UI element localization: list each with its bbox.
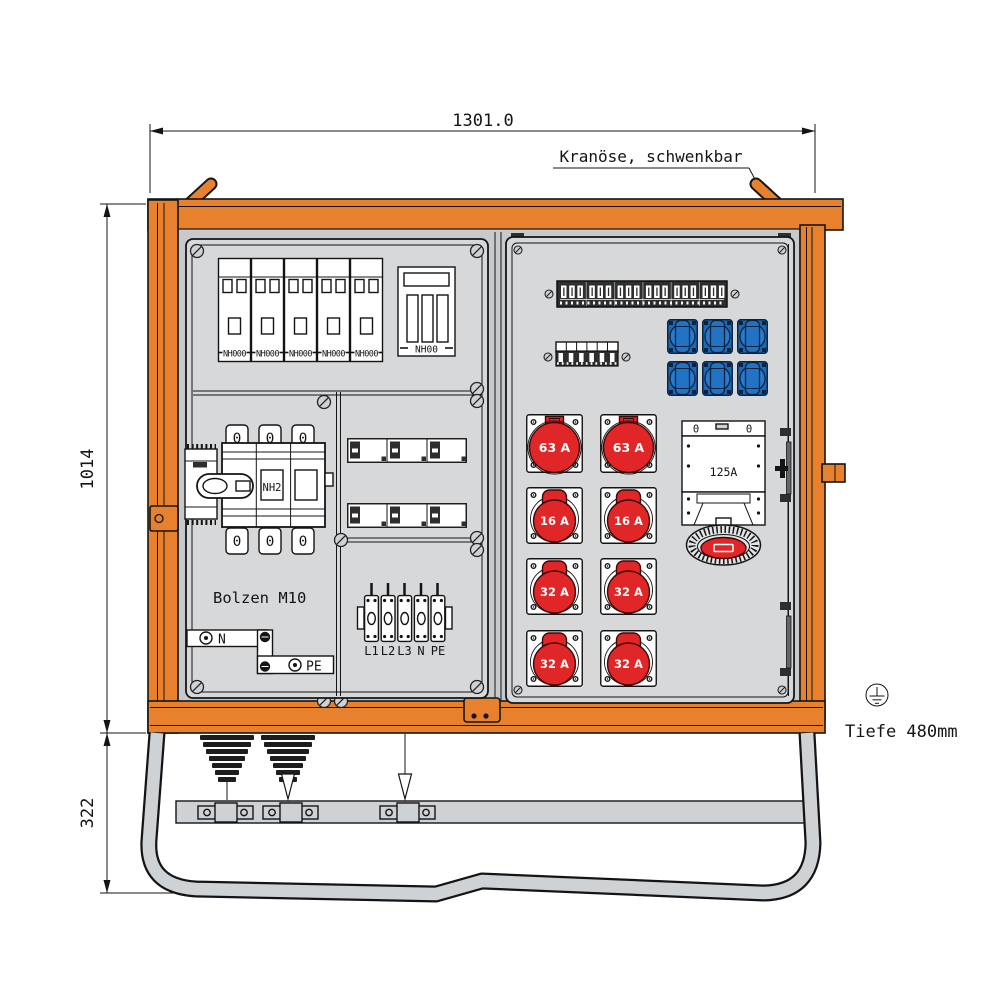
switch-mark: 0 xyxy=(266,534,275,550)
door-handle xyxy=(821,463,846,483)
door-stop-left xyxy=(511,233,524,239)
terminal-label: N xyxy=(417,644,424,658)
mcb-row-6 xyxy=(543,341,631,367)
cee-socket-125a: 0 0 125A xyxy=(681,420,766,566)
terminal-label: L3 xyxy=(397,644,411,658)
terminal-label: L1 xyxy=(364,644,378,658)
nh000-fuse-strip xyxy=(250,257,285,363)
schuko-socket-blue xyxy=(737,319,768,354)
center-latch xyxy=(463,697,501,723)
left-hinge-tab xyxy=(149,505,179,532)
schuko-socket-blue xyxy=(667,319,698,354)
socket-rating: 63 A xyxy=(539,440,571,455)
switch-mark: 0 xyxy=(233,431,242,447)
depth-label: Tiefe 480mm xyxy=(845,722,958,742)
socket-rating: 32 A xyxy=(540,585,569,599)
terminal-label: PE xyxy=(431,644,445,658)
dimension-width: 1301.0 xyxy=(149,111,816,193)
switch-mark: 0 xyxy=(299,431,308,447)
schuko-socket-blue xyxy=(737,361,768,396)
cable-clamp xyxy=(197,802,254,823)
switch-mark: 0 xyxy=(746,424,752,436)
terminal xyxy=(413,594,429,643)
base-assembly xyxy=(140,732,822,903)
socket-rating-125: 125A xyxy=(710,465,738,479)
crane-annotation: Kranöse, schwenkbar xyxy=(553,147,770,207)
terminal xyxy=(380,594,396,643)
socket-rating: 32 A xyxy=(614,585,643,599)
bolt-label: Bolzen M10 xyxy=(213,589,306,607)
n-busbar-label: N xyxy=(218,633,226,648)
nh000-label: NH000 xyxy=(223,350,246,360)
mcb-row xyxy=(347,438,467,463)
cable-gland xyxy=(200,735,254,782)
nh000-fuse-strip xyxy=(283,257,318,363)
nh000-fuse-strip xyxy=(316,257,351,363)
red-socket-group: 63 A 63 A 16 A 16 A 32 A 32 A 32 A 32 A xyxy=(526,414,657,687)
nh000-label: NH000 xyxy=(256,350,279,360)
socket-rating: 16 A xyxy=(614,514,643,528)
terminal xyxy=(430,594,446,643)
terminal xyxy=(363,594,380,643)
schuko-socket-blue xyxy=(702,319,733,354)
cable-clamp xyxy=(262,802,319,823)
nh000-label: NH000 xyxy=(322,350,345,360)
switch-mark: 0 xyxy=(233,534,242,550)
switch-mark: 0 xyxy=(299,534,308,550)
socket-rating: 16 A xyxy=(540,514,569,528)
earth-symbol xyxy=(865,683,889,707)
cabinet-top-rail xyxy=(147,198,844,231)
terminal xyxy=(397,594,413,643)
right-door-panel: 63 A 63 A 16 A 16 A 32 A 32 A 32 A 32 A … xyxy=(505,236,795,704)
mcb-row xyxy=(347,503,467,528)
cable-gland xyxy=(261,735,315,782)
busbars: N PE xyxy=(186,629,335,675)
nh00-label: NH00 xyxy=(415,345,438,356)
cabinet-left-post xyxy=(147,199,179,734)
n-busbar xyxy=(186,629,268,648)
socket-rating: 32 A xyxy=(540,657,569,671)
schuko-socket-blue xyxy=(667,361,698,396)
switch-mark: 0 xyxy=(266,431,275,447)
socket-rating: 63 A xyxy=(613,440,645,455)
panel-hinges xyxy=(775,244,792,696)
skid-frame xyxy=(140,732,822,903)
nh000-label: NH000 xyxy=(355,350,378,360)
dimension-height: 1014 xyxy=(78,203,146,734)
main-switch-nh2: 0 0 0 NH2 xyxy=(184,424,334,555)
left-door-panel: NH000 NH000 NH000 NH000 NH000 NH00 0 0 0 xyxy=(184,238,489,699)
mcb-row-18 xyxy=(544,280,740,308)
terminal-label: L2 xyxy=(381,644,395,658)
cable-clamp xyxy=(379,802,436,823)
nh000-fuse-strip xyxy=(217,257,252,363)
nh00-fuse-base: NH00 xyxy=(397,266,456,357)
base-dimension-text: 322 xyxy=(78,798,98,829)
cable-entry-arrow xyxy=(280,773,296,802)
height-dimension-text: 1014 xyxy=(78,449,98,490)
door-stop-right xyxy=(778,233,791,239)
switch-size-label: NH2 xyxy=(263,482,282,494)
crane-label: Kranöse, schwenkbar xyxy=(559,147,742,166)
nh000-fuse-strips: NH000 NH000 NH000 NH000 NH000 xyxy=(217,257,384,363)
schuko-socket-blue xyxy=(702,361,733,396)
pe-busbar-label: PE xyxy=(306,660,322,675)
cable-entry-arrow xyxy=(397,773,413,802)
terminal-block: L1 L2 L3 N PE xyxy=(356,583,453,658)
width-dimension-text: 1301.0 xyxy=(452,111,513,131)
switch-mark: 0 xyxy=(693,424,699,436)
nh000-label: NH000 xyxy=(289,350,312,360)
nh000-fuse-strip xyxy=(349,257,384,363)
socket-rating: 32 A xyxy=(614,657,643,671)
